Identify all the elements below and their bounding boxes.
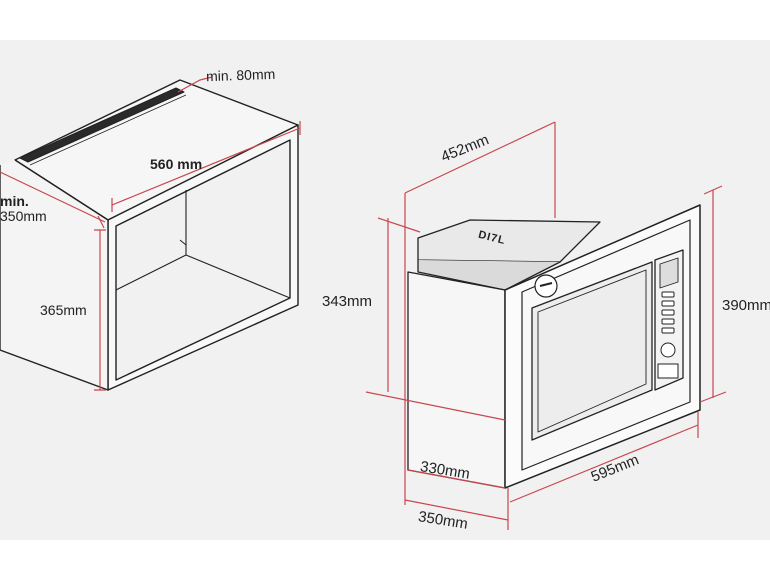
oven-button — [661, 318, 675, 325]
cabinet-dimensions — [0, 76, 301, 391]
oven-dimensions — [365, 121, 727, 530]
brand-badge-mark — [539, 282, 553, 287]
dim-min-top — [177, 76, 213, 93]
label-cabinet-depth: 350mm — [0, 208, 47, 224]
brand-badge-icon — [534, 274, 558, 298]
dim-oven-total-height-ticks — [699, 185, 727, 403]
oven-top-housing — [417, 219, 601, 263]
oven-button — [661, 309, 675, 316]
label-oven-total-height: 390mm — [722, 297, 770, 314]
dim-cabinet-width — [111, 127, 301, 206]
oven-knob — [660, 342, 676, 358]
label-cabinet-height: 365mm — [40, 302, 87, 318]
oven-keypad — [657, 363, 679, 379]
dim-oven-depth-ticks — [404, 472, 509, 530]
dim-oven-depth — [404, 499, 509, 521]
oven-buttons — [657, 291, 679, 379]
dim-oven-width — [509, 424, 699, 503]
dim-cabinet-width-ticks — [111, 121, 301, 212]
cabinet-vent-edge — [29, 94, 187, 166]
dim-cabinet-depth-tick — [97, 215, 105, 229]
label-cabinet-width: 560 mm — [150, 156, 203, 172]
oven-button — [661, 300, 675, 307]
cabinet-side-face — [0, 159, 109, 391]
oven-button — [661, 291, 675, 298]
label-oven-body-height: 343mm — [322, 293, 373, 310]
dim-oven-inner-depth — [407, 469, 506, 489]
dim-cabinet-height-ticks — [94, 229, 106, 391]
cabinet-drawing — [0, 79, 299, 391]
oven-drawing — [407, 204, 701, 489]
dim-cabinet-depth — [0, 171, 106, 223]
oven-door-window-inner — [537, 269, 647, 433]
oven-top-edge — [417, 260, 561, 291]
oven-door-window — [531, 261, 653, 441]
oven-display — [659, 257, 679, 289]
label-min-top: min. 80mm — [205, 65, 276, 85]
label-cabinet-min: min. — [0, 193, 29, 209]
oven-side-body — [407, 271, 506, 489]
cabinet-inner-back — [115, 190, 291, 299]
oven-button — [661, 327, 675, 334]
dim-oven-body-height-ticks — [365, 217, 506, 421]
dim-oven-top-depth — [404, 121, 556, 194]
cabinet-inner-corner — [179, 239, 187, 246]
cabinet-vent-slot — [19, 87, 185, 163]
